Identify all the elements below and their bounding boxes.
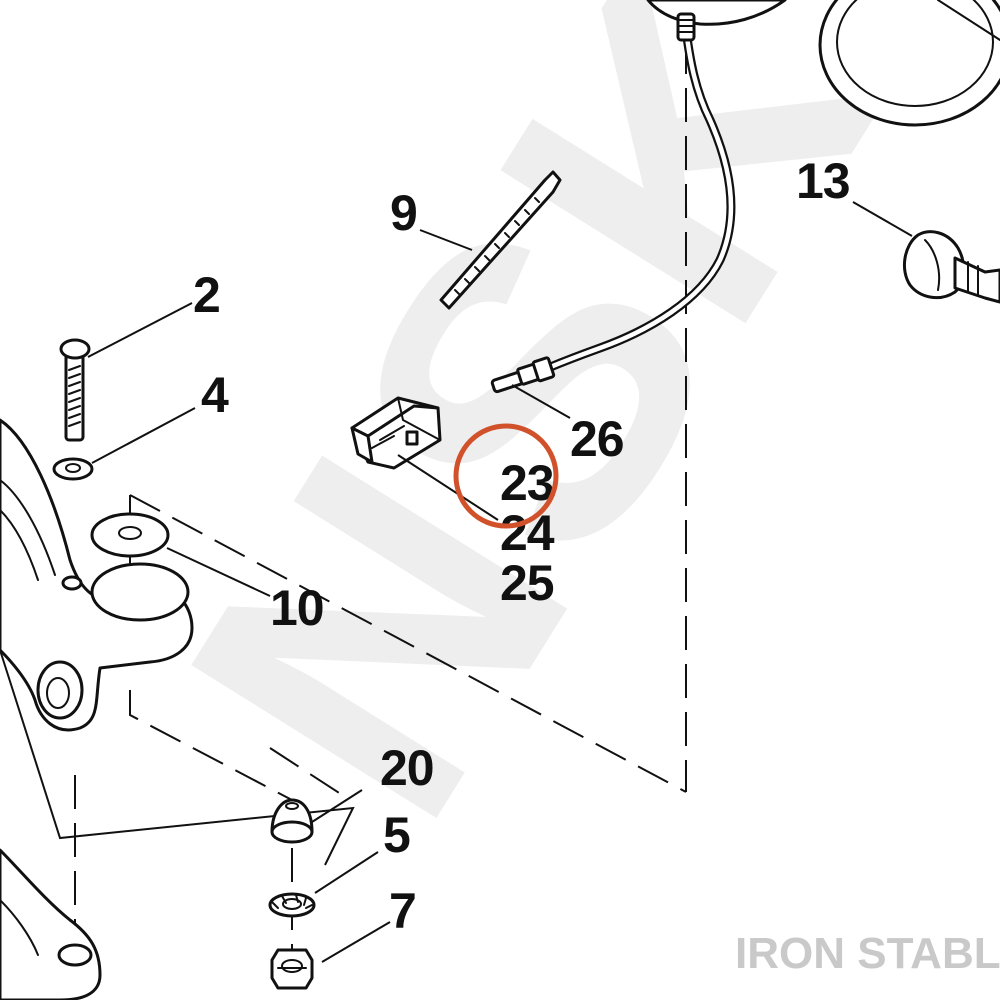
lockwasher-part-5 <box>268 892 316 918</box>
nut-part-7 <box>270 948 314 990</box>
terminal-part-26 <box>490 356 556 394</box>
callout-25: 25 <box>500 555 554 611</box>
callout-13: 13 <box>796 153 850 209</box>
leader-lines <box>87 201 913 963</box>
background-watermark: NSK <box>100 0 968 890</box>
callout-20: 20 <box>380 740 434 796</box>
callout-10: 10 <box>270 580 324 636</box>
highlight-circle <box>453 423 559 529</box>
bolt-part-2 <box>59 338 91 442</box>
cable-tie-part-9 <box>439 170 562 310</box>
connector-part-23 <box>350 396 442 470</box>
callout-4: 4 <box>201 367 229 423</box>
svg-text:NSK: NSK <box>100 0 968 890</box>
callout-9: 9 <box>390 185 417 241</box>
cap-part-20 <box>270 798 314 844</box>
washer-part-4 <box>52 457 94 481</box>
mounting-bracket <box>0 418 194 1000</box>
wire-harness <box>543 12 736 373</box>
callout-5: 5 <box>383 807 410 863</box>
callout-2: 2 <box>193 267 220 323</box>
washer-part-10 <box>90 512 170 558</box>
callout-23: 23 <box>500 455 554 511</box>
brand-watermark: IRON STABLE <box>735 929 1000 978</box>
socket-part-13 <box>902 230 1000 304</box>
bracket-outline-line <box>0 649 355 866</box>
callout-7: 7 <box>389 883 416 939</box>
callout-26: 26 <box>570 411 624 467</box>
callout-24: 24 <box>500 505 555 561</box>
